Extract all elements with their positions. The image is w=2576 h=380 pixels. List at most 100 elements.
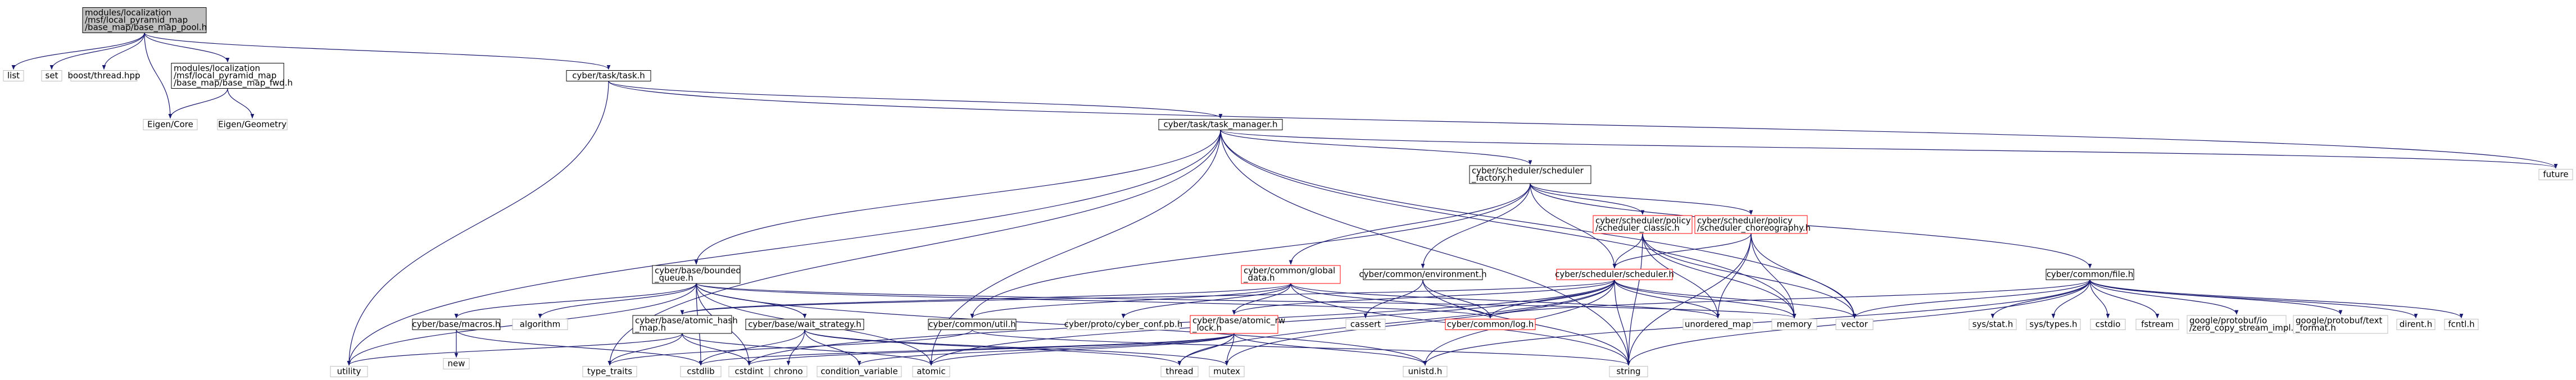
node-condition_variable[interactable]: condition_variable xyxy=(817,366,902,377)
node-future[interactable]: future xyxy=(2538,169,2573,180)
node-mutex[interactable]: mutex xyxy=(1209,366,1245,377)
node-fcntl[interactable]: fcntl.h xyxy=(2444,319,2479,330)
node-label-base_map_field-line-2: /base_map/base_map_fwd.h xyxy=(174,78,293,89)
edge-task_h-to-task_manager xyxy=(608,80,1223,119)
edge-wait_strategy-to-mutex xyxy=(804,329,1229,366)
node-set[interactable]: set xyxy=(41,70,62,81)
node-bounded_queue[interactable]: cyber/base/bounded_queue.h xyxy=(652,265,741,284)
edge-scheduler_factory-to-scheduler_choreography xyxy=(1530,183,1753,215)
node-sys_types[interactable]: sys/types.h xyxy=(2026,319,2081,330)
node-base_map_field[interactable]: modules/localization/msf/local_pyramid_m… xyxy=(171,63,293,89)
node-label-global_data-line-1: _data.h xyxy=(1243,273,1275,283)
edge-scheduler_h-to-atomic_rw_lock xyxy=(1232,279,1615,315)
node-cyber_conf[interactable]: cyber/proto/cyber_conf.pb.h xyxy=(1064,319,1183,330)
node-algorithm[interactable]: algorithm xyxy=(512,319,568,330)
node-box-cyber_conf xyxy=(1067,319,1180,330)
node-eigen_core[interactable]: Eigen/Core xyxy=(143,119,198,130)
edge-task_manager-to-memory xyxy=(1220,130,1797,319)
edge-scheduler_factory-to-util_h xyxy=(970,183,1531,319)
edge-atomic_hash_map-to-type_traits xyxy=(607,333,683,366)
node-box-algorithm xyxy=(512,319,568,330)
node-task_h[interactable]: cyber/task/task.h xyxy=(566,70,651,81)
node-box-global_data xyxy=(1241,265,1341,284)
node-string[interactable]: string xyxy=(1609,366,1648,377)
node-label-atomic-line-0: atomic xyxy=(917,367,945,377)
node-type_traits[interactable]: type_traits xyxy=(582,366,637,377)
edge-atomic_rw_lock-to-condition_variable xyxy=(857,333,1235,366)
edge-file_h-to-text_format xyxy=(2089,280,2343,315)
node-scheduler_factory[interactable]: cyber/scheduler/scheduler_factory.h xyxy=(1469,165,1591,184)
node-label-scheduler_classic-line-0: cyber/scheduler/policy xyxy=(1595,216,1691,226)
node-scheduler_h[interactable]: cyber/scheduler/scheduler.h xyxy=(1555,269,1674,280)
edge-scheduler_h-to-mutex xyxy=(1224,280,1615,366)
node-label-boost_thread-line-0: boost/thread.hpp xyxy=(67,71,140,81)
node-scheduler_choreography[interactable]: cyber/scheduler/policy/scheduler_choreog… xyxy=(1694,215,1811,234)
node-zero_copy[interactable]: google/protobuf/io/zero_copy_stream_impl… xyxy=(2187,315,2299,334)
edge-scheduler_factory-to-environment xyxy=(1421,183,1531,269)
node-list[interactable]: list xyxy=(3,70,24,81)
node-unordered_map[interactable]: unordered_map xyxy=(1682,319,1753,330)
node-chrono[interactable]: chrono xyxy=(769,366,808,377)
node-new[interactable]: new xyxy=(443,358,470,369)
node-atomic[interactable]: atomic xyxy=(912,366,950,377)
node-scheduler_classic[interactable]: cyber/scheduler/policy/scheduler_classic… xyxy=(1593,215,1693,234)
node-label-utility-line-0: utility xyxy=(337,367,361,377)
edge-wait_strategy-to-cstdlib xyxy=(699,329,805,366)
node-cstdlib[interactable]: cstdlib xyxy=(680,366,722,377)
node-label-scheduler_choreography-line-0: cyber/scheduler/policy xyxy=(1697,216,1793,226)
node-root[interactable]: modules/localization/msf/local_pyramid_m… xyxy=(82,7,207,33)
node-label-global_data-line-0: cyber/common/global xyxy=(1244,265,1335,276)
edge-global_data-to-util_h xyxy=(970,283,1291,319)
node-global_data[interactable]: cyber/common/global_data.h xyxy=(1241,265,1341,284)
node-cstdint[interactable]: cstdint xyxy=(728,366,770,377)
edge-atomic_hash_map-to-cstdint xyxy=(682,333,751,366)
edge-global_data-to-atomic_rw_lock xyxy=(1232,283,1291,315)
node-cassert[interactable]: cassert xyxy=(1345,319,1386,330)
edge-root-to-task_h xyxy=(144,32,611,70)
edge-task_h-to-utility xyxy=(347,81,609,366)
node-label-macros-line-0: cyber/base/macros.h xyxy=(412,319,500,329)
node-macros[interactable]: cyber/base/macros.h xyxy=(412,319,501,330)
node-unistd[interactable]: unistd.h xyxy=(1403,366,1448,377)
node-task_manager[interactable]: cyber/task/task_manager.h xyxy=(1158,119,1283,130)
node-file_h[interactable]: cyber/common/file.h xyxy=(2046,269,2134,280)
node-cstdio[interactable]: cstdio xyxy=(2090,319,2126,330)
node-label-task_manager-line-0: cyber/task/task_manager.h xyxy=(1163,120,1277,130)
edge-task_manager-to-string xyxy=(1220,130,1631,366)
node-boost_thread[interactable]: boost/thread.hpp xyxy=(67,70,140,81)
node-label-thread-line-0: thread xyxy=(1165,367,1193,377)
node-fstream[interactable]: fstream xyxy=(2135,319,2179,330)
edge-scheduler_h-to-atomic_hash_map xyxy=(681,279,1615,315)
edge-root-to-eigen_core xyxy=(144,33,173,119)
node-memory[interactable]: memory xyxy=(1771,319,1817,330)
edge-environment-to-cassert xyxy=(1363,280,1423,319)
edge-task_manager-to-scheduler_factory xyxy=(1220,130,1532,165)
node-label-file_h-line-0: cyber/common/file.h xyxy=(2047,269,2134,280)
node-label-atomic_hash_map-line-0: cyber/base/atomic_hash xyxy=(635,315,738,326)
node-text_format[interactable]: google/protobuf/text_format.h xyxy=(2293,315,2388,334)
node-label-chrono-line-0: chrono xyxy=(774,367,802,377)
edge-base_map_field-to-eigen_geometry xyxy=(227,88,255,119)
node-wait_strategy[interactable]: cyber/base/wait_strategy.h xyxy=(745,319,864,330)
node-box-sys_types xyxy=(2026,319,2081,330)
edge-atomic_rw_lock-to-mutex xyxy=(1224,333,1235,366)
node-atomic_hash_map[interactable]: cyber/base/atomic_hash_map.h xyxy=(632,315,738,334)
edge-atomic_hash_map-to-utility xyxy=(347,333,683,366)
edge-file_h-to-vector xyxy=(1852,280,2090,319)
node-label-fcntl-line-0: fcntl.h xyxy=(2448,319,2474,329)
node-thread[interactable]: thread xyxy=(1160,366,1199,377)
node-box-file_h xyxy=(2046,269,2134,280)
node-log_h[interactable]: cyber/common/log.h xyxy=(1445,319,1536,330)
node-label-fstream-line-0: fstream xyxy=(2141,319,2174,329)
node-environment[interactable]: cyber/common/environment.h xyxy=(1359,269,1487,280)
node-box-task_h xyxy=(566,70,651,81)
node-sys_stat[interactable]: sys/stat.h xyxy=(1969,319,2017,330)
node-dirent[interactable]: dirent.h xyxy=(2396,319,2436,330)
node-vector[interactable]: vector xyxy=(1835,319,1874,330)
node-atomic_rw_lock[interactable]: cyber/base/atomic_rw_lock.h xyxy=(1190,315,1285,334)
edge-environment-to-log_h xyxy=(1422,280,1493,319)
node-utility[interactable]: utility xyxy=(330,366,368,377)
node-util_h[interactable]: cyber/common/util.h xyxy=(928,319,1017,330)
node-eigen_geometry[interactable]: Eigen/Geometry xyxy=(217,119,288,130)
edge-bounded_queue-to-algorithm xyxy=(538,283,697,319)
